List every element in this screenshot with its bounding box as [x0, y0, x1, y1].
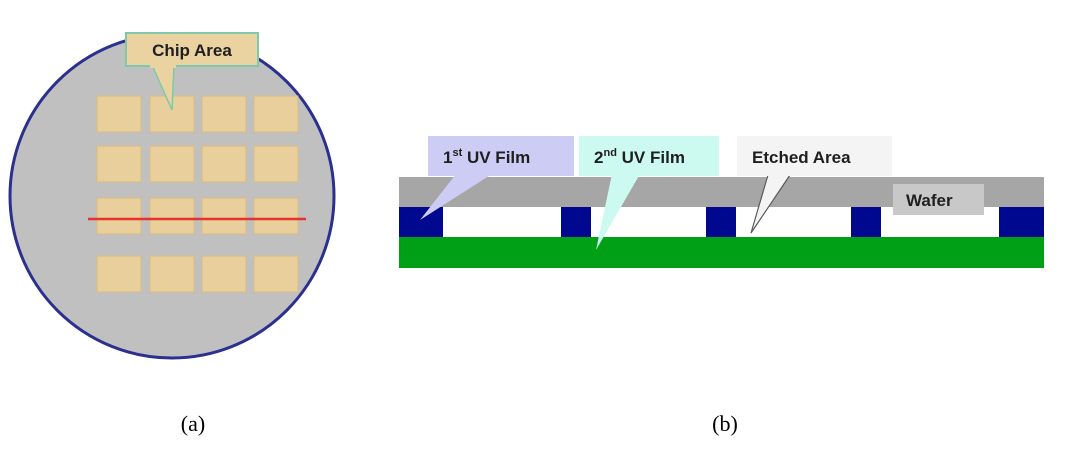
chip-area-label: Chip Area — [152, 41, 232, 60]
first-uv-film-blocks — [399, 207, 1044, 237]
wafer-label: Wafer — [906, 191, 953, 210]
etched-area-callout: Etched Area — [737, 136, 892, 234]
second-uv-film-callout-pointer — [596, 174, 640, 250]
etched-area-label: Etched Area — [752, 148, 851, 167]
chip — [253, 255, 299, 293]
chip — [96, 145, 142, 183]
first-uv-film-block — [851, 207, 881, 237]
panel-a-caption: (a) — [181, 411, 205, 436]
first-uv-film-callout: 1st UV Film — [420, 136, 574, 220]
etched-area-callout-pointer — [750, 174, 791, 234]
chip — [201, 255, 247, 293]
chip — [201, 197, 247, 235]
chip — [253, 95, 299, 133]
second-uv-film-callout-box — [579, 136, 719, 176]
wafer-label-box — [893, 184, 984, 215]
panel-a: Chip Area — [8, 32, 336, 360]
chip — [149, 197, 195, 235]
first-uv-film-callout-box — [428, 136, 574, 176]
chip — [253, 197, 299, 235]
chip — [96, 255, 142, 293]
second-uv-film-layer — [399, 237, 1044, 268]
first-uv-film-block — [999, 207, 1044, 237]
second-uv-film-callout: 2nd UV Film — [579, 136, 719, 250]
chip-area-callout-box — [125, 32, 259, 67]
second-uv-film-label: 2nd UV Film — [594, 147, 685, 167]
chip — [149, 145, 195, 183]
chip — [96, 197, 142, 235]
etched-area-callout-box — [737, 136, 892, 176]
chip — [96, 95, 142, 133]
chip — [149, 255, 195, 293]
panel-b: 1st UV Film 2nd UV Film Etched Area Wafe… — [399, 136, 1044, 268]
first-uv-film-block — [706, 207, 736, 237]
chip-grid — [96, 95, 299, 293]
chip — [201, 95, 247, 133]
first-uv-film-label: 1st UV Film — [443, 147, 530, 167]
chip — [253, 145, 299, 183]
panel-b-caption: (b) — [712, 411, 738, 436]
first-uv-film-block — [561, 207, 591, 237]
chip-area-callout: Chip Area — [125, 32, 259, 111]
chip — [201, 145, 247, 183]
wafer-callout: Wafer — [893, 184, 984, 215]
first-uv-film-block — [399, 207, 443, 237]
first-uv-film-callout-pointer — [420, 174, 492, 220]
